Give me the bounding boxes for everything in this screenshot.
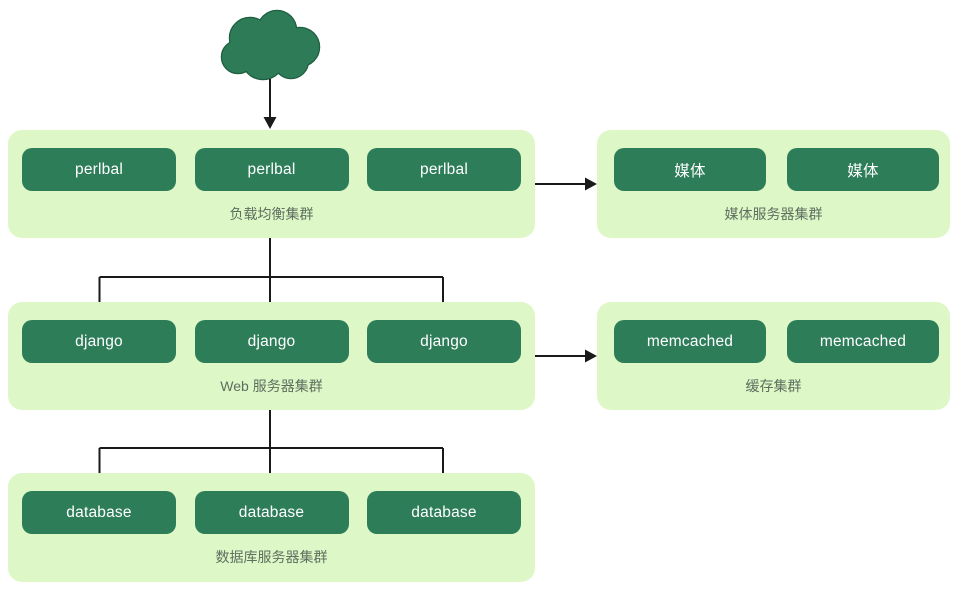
cluster-label-load-balancer: 负载均衡集群	[229, 206, 314, 222]
node-django-3: django	[367, 320, 521, 363]
node-memcached-2: memcached	[787, 320, 939, 363]
cluster-media: 媒体 媒体 媒体服务器集群	[597, 130, 950, 238]
cluster-label-database: 数据库服务器集群	[215, 549, 328, 565]
node-database-1: database	[22, 491, 176, 534]
node-database-2: database	[194, 491, 349, 534]
cluster-load-balancer: perlbal perlbal perlbal 负载均衡集群	[8, 130, 535, 238]
node-row: memcached memcached	[597, 302, 950, 363]
node-django-1: django	[22, 320, 176, 363]
cluster-database: database database database 数据库服务器集群	[8, 473, 535, 582]
node-memcached-1: memcached	[614, 320, 766, 363]
node-row: database database database	[8, 473, 535, 534]
arrow-web-to-cache	[535, 349, 597, 363]
node-django-2: django	[194, 320, 349, 363]
cluster-cache: memcached memcached 缓存集群	[597, 302, 950, 410]
cluster-web: django django django Web 服务器集群	[8, 302, 535, 410]
cluster-label-cache: 缓存集群	[745, 378, 802, 394]
cloud-icon	[220, 9, 321, 81]
node-perlbal-2: perlbal	[194, 148, 349, 191]
node-row: django django django	[8, 302, 535, 363]
arrow-cloud-to-loadbalancer	[263, 79, 277, 129]
node-media-1: 媒体	[614, 148, 766, 191]
node-perlbal-1: perlbal	[22, 148, 176, 191]
cluster-label-web: Web 服务器集群	[220, 378, 323, 394]
node-database-3: database	[367, 491, 521, 534]
node-perlbal-3: perlbal	[367, 148, 521, 191]
node-row: perlbal perlbal perlbal	[8, 130, 535, 191]
node-row: 媒体 媒体	[597, 130, 950, 191]
cluster-label-media: 媒体服务器集群	[724, 206, 823, 222]
arrow-loadbalancer-to-media	[535, 177, 597, 191]
node-media-2: 媒体	[787, 148, 939, 191]
